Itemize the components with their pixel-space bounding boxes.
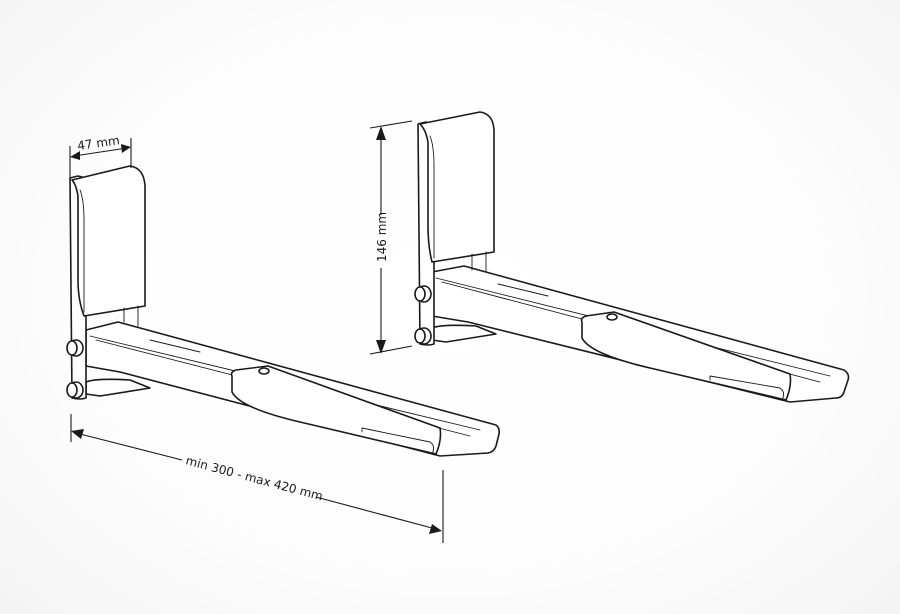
left-bracket bbox=[66, 165, 500, 457]
height-label: 146 mm bbox=[375, 212, 389, 262]
right-bracket-bolts bbox=[414, 285, 432, 345]
right-slide-screw bbox=[606, 313, 618, 321]
dimension-length bbox=[70, 414, 444, 543]
right-bracket-slide bbox=[580, 311, 792, 401]
left-bracket-pad bbox=[71, 165, 146, 317]
left-bracket-bolts bbox=[66, 339, 84, 399]
width-label: 47 mm bbox=[76, 133, 120, 153]
dimension-width bbox=[69, 138, 132, 178]
left-slide-screw bbox=[258, 367, 270, 375]
dimension-height bbox=[369, 120, 413, 355]
length-label: min 300 - max 420 mm bbox=[184, 453, 324, 503]
left-bracket-slide bbox=[230, 365, 442, 455]
right-bracket-pad bbox=[419, 111, 495, 263]
right-bracket bbox=[414, 111, 850, 403]
